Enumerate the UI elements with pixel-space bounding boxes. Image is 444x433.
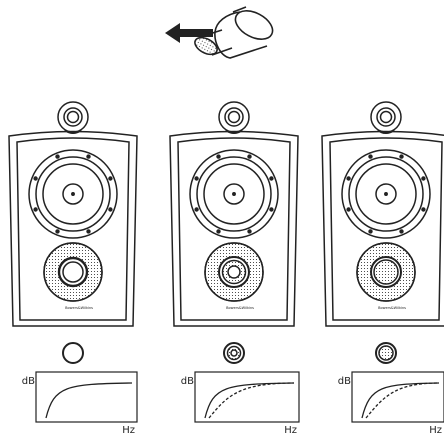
bass-port <box>43 242 103 302</box>
mid-bass-driver <box>189 149 279 239</box>
axis-label-hz: Hz <box>284 425 297 433</box>
speaker-2: Bowers&Wilkins dB Hz <box>169 101 300 433</box>
insertion-arrow-icon <box>165 23 213 43</box>
mid-bass-driver <box>341 149 431 239</box>
frequency-response-graph: dB Hz <box>22 371 138 433</box>
open-port-ring-icon <box>62 342 84 364</box>
speaker-3: Bowers&Wilkins dB Hz <box>321 101 444 433</box>
frequency-response-graph: dB Hz <box>338 371 444 433</box>
response-curve-bunged <box>365 382 440 419</box>
axis-label-db: dB <box>181 376 194 387</box>
foam-ring-port-icon <box>223 342 245 364</box>
tweeter-pod <box>218 101 250 134</box>
axis-label-hz: Hz <box>429 425 442 433</box>
axis-label-hz: Hz <box>122 425 135 433</box>
bass-port <box>356 242 416 302</box>
frequency-response-graph: dB Hz <box>181 371 300 433</box>
bass-port <box>204 242 264 302</box>
tweeter-pod <box>57 101 89 134</box>
response-curve-bunged <box>208 382 295 419</box>
axis-label-db: dB <box>22 376 35 387</box>
response-curve-open <box>45 382 133 419</box>
foam-plug-port-icon <box>375 342 397 364</box>
mid-bass-driver <box>28 149 118 239</box>
speaker-cabinet <box>321 130 444 327</box>
speaker-cabinet <box>8 130 138 327</box>
brand-logo: Bowers&Wilkins <box>65 306 93 310</box>
brand-logo: Bowers&Wilkins <box>378 306 406 310</box>
speaker-cabinet <box>169 130 299 327</box>
brand-logo: Bowers&Wilkins <box>226 306 254 310</box>
response-curve-open <box>361 382 440 419</box>
speaker-1: Bowers&Wilkins dB Hz <box>8 101 138 433</box>
tweeter-pod <box>370 101 402 134</box>
axis-label-db: dB <box>338 376 351 387</box>
port-plug-foam-bung-icon <box>194 6 274 59</box>
